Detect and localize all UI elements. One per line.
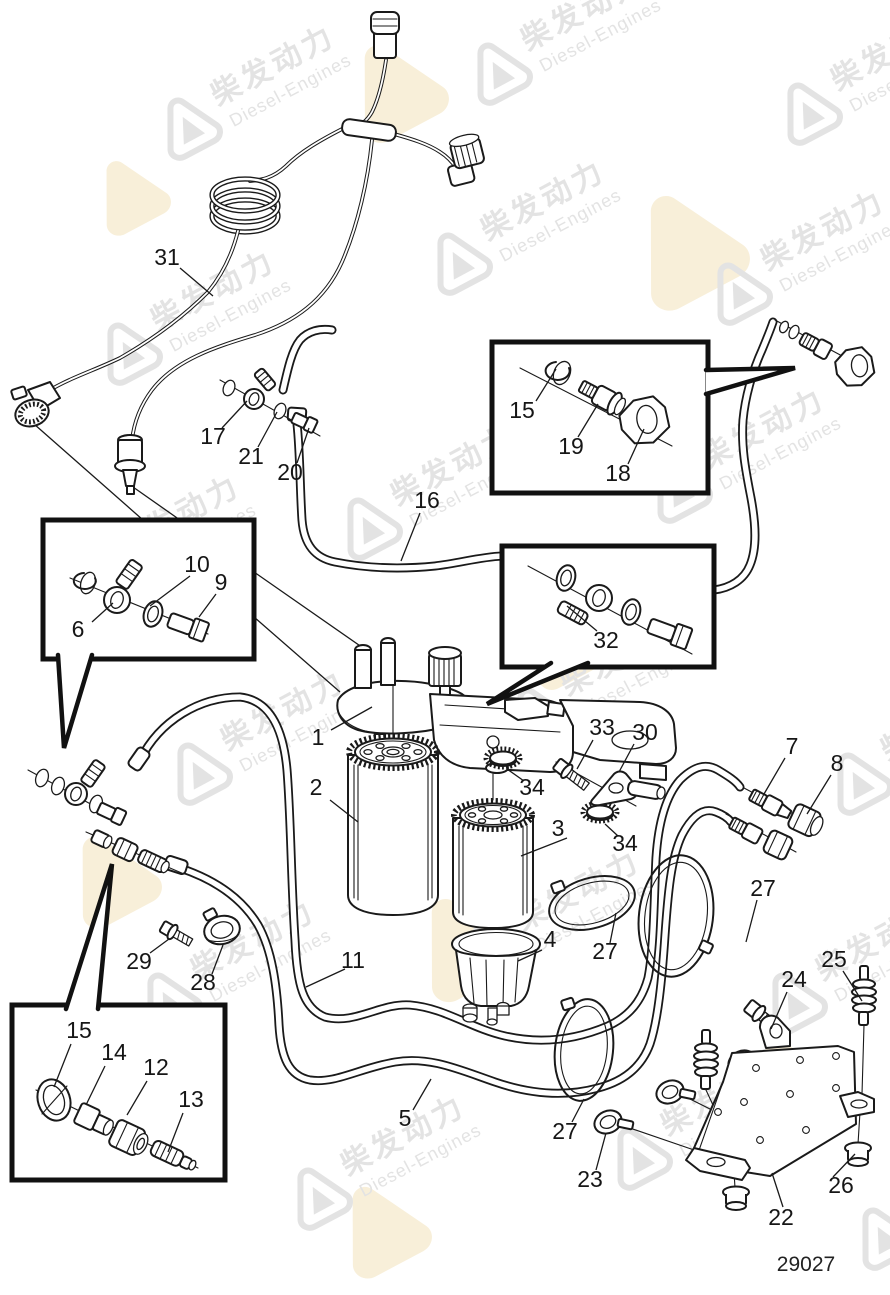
inset-box-12-13-14-15 [9, 863, 228, 1183]
part-label-6: 6 [72, 616, 85, 642]
water-separator-filter-3 [451, 798, 535, 929]
part-label-27: 27 [592, 938, 618, 964]
part-label-15: 15 [66, 1017, 92, 1043]
damper-left [693, 1029, 736, 1189]
part-label-33: 33 [589, 714, 615, 740]
part-label-19: 19 [558, 433, 584, 459]
watermark-logo-yellow [352, 1186, 432, 1279]
bracket-assembly [593, 965, 877, 1211]
part-label-21: 21 [238, 443, 264, 469]
left-plug-connector [10, 381, 61, 428]
part-label-22: 22 [768, 1204, 794, 1230]
inset-box-6-10-9 [40, 517, 257, 749]
part-label-8: 8 [831, 750, 844, 776]
part-label-11: 11 [341, 947, 365, 973]
banjo-17-21-20 [219, 367, 321, 437]
part-label-23: 23 [577, 1166, 603, 1192]
part-label-5: 5 [399, 1105, 412, 1131]
part-label-20: 20 [277, 459, 303, 485]
part-label-31: 31 [154, 244, 180, 270]
watermark-logo-yellow [650, 196, 750, 311]
sensor-leader-lines [33, 423, 367, 693]
top-connector [370, 11, 400, 59]
part-label-3: 3 [552, 815, 565, 841]
bracket-plate-22 [685, 1014, 875, 1181]
screw-33 [552, 757, 590, 791]
part-label-27: 27 [750, 875, 776, 901]
part-label-14: 14 [101, 1039, 127, 1065]
part-label-13: 13 [178, 1086, 204, 1112]
fittings-7-8 [725, 787, 824, 861]
part-label-29: 29 [126, 948, 152, 974]
part-label-7: 7 [786, 733, 799, 759]
wire-coil [209, 176, 281, 235]
part-label-9: 9 [215, 569, 228, 595]
nut-8 [787, 803, 824, 838]
part-label-2: 2 [310, 774, 323, 800]
part-label-18: 18 [605, 460, 631, 486]
part-label-34: 34 [612, 830, 638, 856]
wire-harness [10, 11, 485, 495]
part-label-10: 10 [184, 551, 210, 577]
drawing-number: 29027 [777, 1253, 835, 1276]
part-label-26: 26 [828, 1172, 854, 1198]
banjo-parts-left [27, 759, 128, 826]
fuel-hoses [127, 317, 778, 1098]
part-label-4: 4 [544, 926, 557, 952]
part-label-27: 27 [552, 1118, 578, 1144]
part-label-32: 32 [593, 627, 619, 653]
watermark-cn-text: 柴发动力 [876, 674, 890, 767]
right-angle-connector [446, 133, 485, 187]
nut-34-left [483, 746, 523, 770]
inset-box-15-19-18 [489, 339, 796, 496]
separator-bowl-4 [451, 928, 541, 1026]
label-leader-lines [53, 267, 863, 1208]
sensor-plug [114, 434, 146, 495]
quick-connect-parts [85, 829, 185, 875]
nut-26 [844, 1141, 872, 1167]
quick-connect-top-right [774, 319, 876, 387]
inset-box-32 [485, 543, 717, 707]
hose-clamps-27 [548, 854, 715, 1102]
part-label-16: 16 [414, 487, 440, 513]
part-label-28: 28 [190, 969, 216, 995]
part-label-17: 17 [200, 423, 226, 449]
watermark-logo-yellow [106, 161, 171, 236]
part-label-24: 24 [781, 966, 807, 992]
part-label-1: 1 [312, 724, 325, 750]
part-label-34: 34 [519, 774, 545, 800]
fuel-filter-2 [346, 733, 440, 916]
part-label-15: 15 [509, 397, 535, 423]
screw-29 [158, 920, 194, 947]
grommet-28 [202, 907, 241, 946]
part-label-25: 25 [821, 946, 847, 972]
nut-18-real [834, 346, 876, 387]
part-label-30: 30 [632, 719, 658, 745]
nut-under-left-foot [722, 1185, 750, 1211]
part-label-12: 12 [143, 1054, 169, 1080]
